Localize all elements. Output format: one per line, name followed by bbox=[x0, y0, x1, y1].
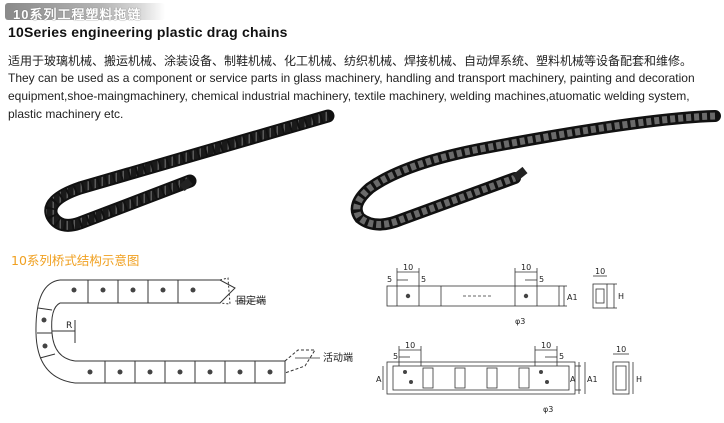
description-zh: 适用于玻璃机械、搬运机械、涂装设备、制鞋机械、化工机械、纺织机械、焊接机械、自动… bbox=[8, 54, 693, 68]
dim-top-10-right: 10 bbox=[521, 263, 531, 272]
drag-chain-photo-right bbox=[350, 110, 721, 231]
dim-bottom-5-right: 5 bbox=[559, 352, 564, 361]
dim-top-side-width: 10 bbox=[595, 267, 605, 276]
badge-text: 10系列工程塑料拖链 bbox=[13, 7, 142, 22]
fixed-end-label: 固定端 bbox=[236, 294, 266, 307]
section-badge: 10系列工程塑料拖链 bbox=[5, 3, 165, 22]
description-en: They can be used as a component or servi… bbox=[8, 71, 695, 121]
dim-bottom-a-right: A bbox=[570, 375, 576, 384]
dim-top-5-right: 5 bbox=[539, 275, 544, 284]
bridge-structure-diagram: 固定端 活动端 R bbox=[35, 277, 353, 384]
dim-top-5-left: 5 bbox=[387, 275, 392, 284]
technical-drawing-top: 10 5 5 10 5 A1 φ3 10 H bbox=[386, 263, 624, 326]
drag-chain-photo-left bbox=[44, 109, 335, 232]
dim-bottom-h: H bbox=[636, 375, 642, 384]
dim-bottom-10-left: 10 bbox=[405, 341, 415, 350]
dim-bottom-5-left: 5 bbox=[393, 352, 398, 361]
radius-label: R bbox=[66, 321, 72, 331]
dim-bottom-a-left: A bbox=[376, 375, 382, 384]
dim-top-h: H bbox=[618, 292, 624, 301]
dim-bottom-hole: φ3 bbox=[543, 405, 553, 414]
dim-top-5-inner: 5 bbox=[421, 275, 426, 284]
dim-bottom-10-right: 10 bbox=[541, 341, 551, 350]
technical-drawing-bottom: 10 5 A 10 5 A A1 φ3 10 H bbox=[376, 341, 642, 414]
dim-bottom-side-width: 10 bbox=[616, 345, 626, 354]
dim-top-a1: A1 bbox=[567, 293, 578, 302]
page-title: 10Series engineering plastic drag chains bbox=[8, 24, 288, 40]
dim-top-10-left: 10 bbox=[403, 263, 413, 272]
diagram-section-title: 10系列桥式结构示意图 bbox=[11, 253, 140, 268]
dim-bottom-a1: A1 bbox=[587, 375, 598, 384]
dim-top-hole: φ3 bbox=[515, 317, 525, 326]
moving-end-label: 活动端 bbox=[323, 351, 353, 364]
